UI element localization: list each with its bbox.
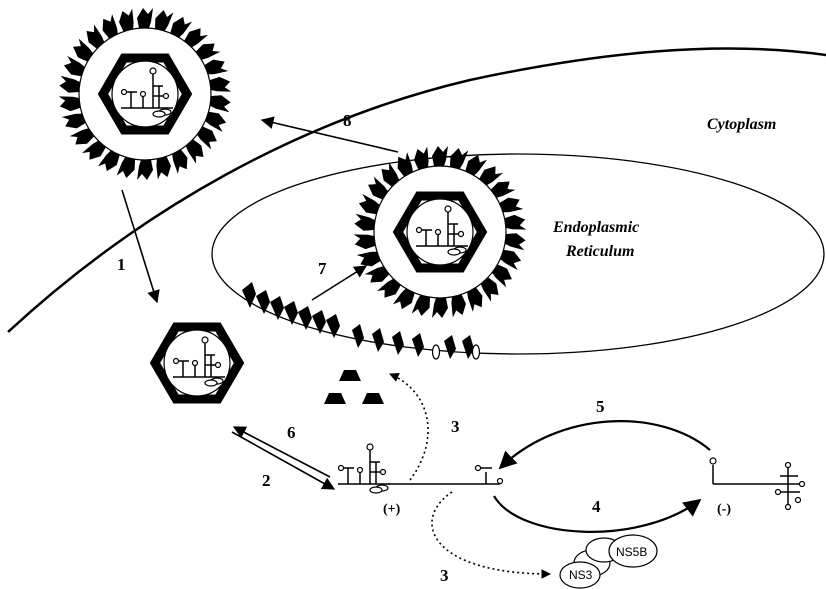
arrow-step-5	[498, 420, 711, 470]
envelope-glycoprotein	[504, 213, 527, 232]
envelope-glycoprotein	[168, 148, 193, 174]
extracellular-virion	[58, 8, 232, 180]
arrow-step-3-translation	[389, 373, 429, 481]
envelope-glycoprotein	[209, 94, 232, 113]
envelope-glycoprotein	[209, 75, 232, 94]
endoplasmic-reticulum	[211, 153, 825, 355]
step-6-label: 6	[287, 423, 296, 442]
step-8-label: 8	[343, 111, 352, 130]
negative-strand-rna	[709, 457, 806, 511]
envelope-glycoprotein	[504, 232, 527, 251]
er-membrane-glycoproteins	[242, 282, 474, 359]
replicase-complex	[559, 534, 658, 589]
envelope-glycoprotein	[58, 94, 81, 113]
step-4-label: 4	[592, 497, 601, 516]
step-1-label: 1	[117, 255, 126, 274]
er-pore	[471, 344, 481, 360]
step-5-label: 5	[596, 397, 605, 416]
envelope-glycoprotein	[448, 146, 469, 170]
envelope-glycoprotein	[432, 298, 448, 318]
step-3-label-lower: 3	[440, 566, 449, 585]
envelope-glycoprotein	[392, 152, 417, 178]
step-2-label: 2	[262, 471, 271, 490]
minus-strand-label: (-)	[717, 502, 731, 517]
arrow-step-8	[260, 116, 399, 153]
envelope-glycoprotein	[463, 286, 488, 312]
envelope-glycoprotein	[116, 156, 137, 180]
arrow-step-1	[121, 189, 160, 304]
envelope-glycoprotein	[411, 294, 432, 318]
envelope-glycoprotein	[432, 146, 448, 166]
positive-strand-rna	[337, 443, 504, 494]
arrow-step-7	[311, 265, 368, 301]
arrow-step-3-replicase	[431, 491, 551, 579]
cytoplasm-label: Cytoplasm	[707, 116, 776, 133]
plus-strand-label: (+)	[383, 502, 401, 517]
arrow-step-4	[493, 495, 702, 533]
er-label-line2: Reticulum	[565, 243, 634, 260]
er-pore	[431, 344, 441, 360]
envelope-glycoprotein	[137, 160, 153, 180]
arrow-step-6	[232, 426, 331, 478]
envelope-glycoprotein	[137, 8, 153, 28]
envelope-glycoprotein	[353, 213, 376, 232]
step-3-label: 3	[451, 417, 460, 436]
envelope-glycoprotein	[153, 8, 174, 32]
envelope-glycoprotein	[58, 75, 81, 94]
envelope-glycoprotein	[353, 232, 376, 251]
capsid-subunits	[324, 370, 384, 404]
er-budding-virion	[353, 146, 527, 318]
ns5b-label: NS5B	[616, 545, 647, 559]
er-label-line1: Endoplasmic	[552, 219, 639, 236]
nucleocapsid	[155, 327, 239, 399]
plasma-membrane	[7, 47, 826, 333]
envelope-glycoprotein	[97, 14, 122, 40]
ns3-label: NS3	[569, 568, 593, 582]
arrow-step-2	[231, 431, 336, 490]
step-7-label: 7	[318, 259, 327, 278]
